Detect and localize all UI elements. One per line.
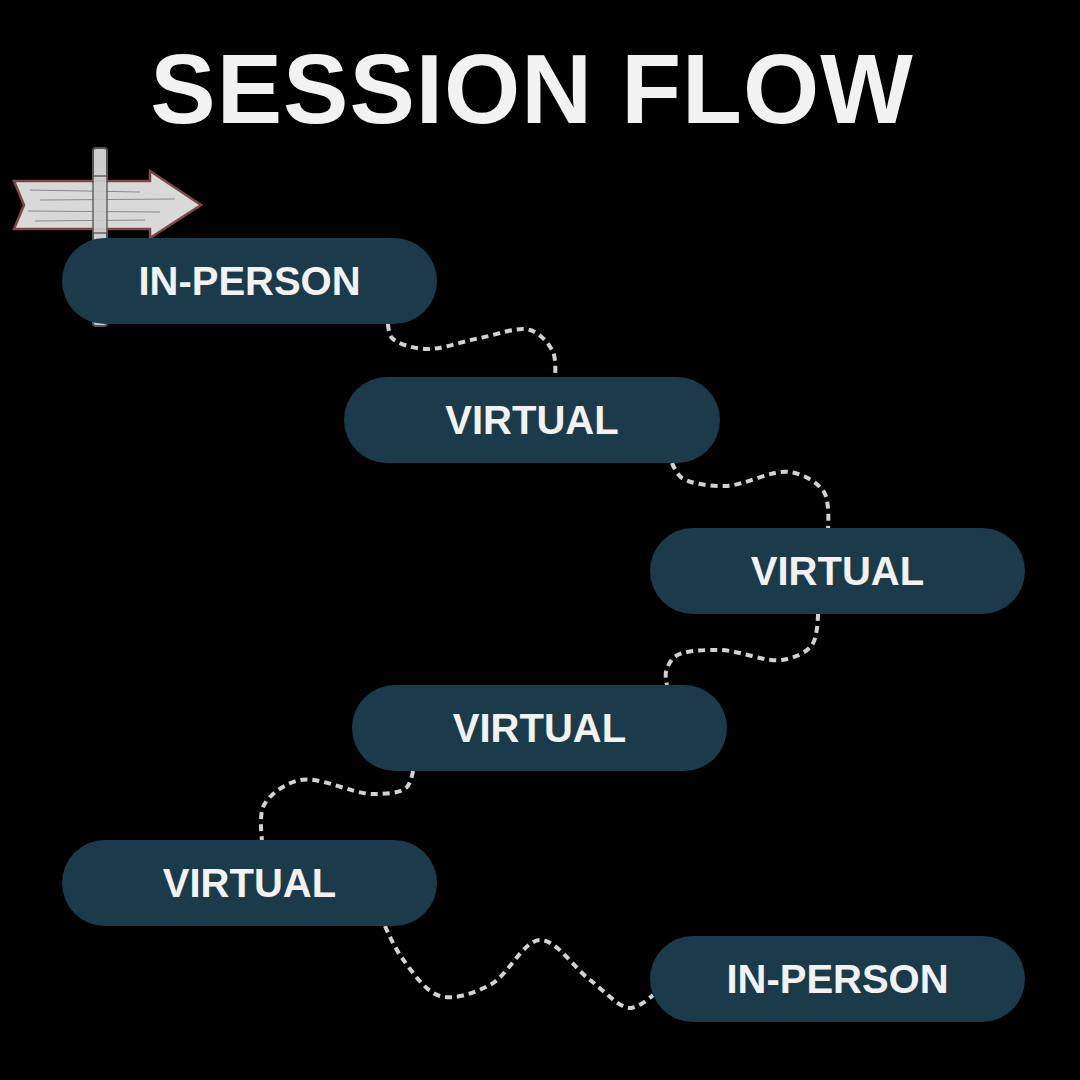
- dashed-connector: [261, 771, 413, 840]
- signpost-board: [14, 171, 201, 238]
- session-pill: IN-PERSON: [650, 936, 1025, 1022]
- dashed-connector: [385, 926, 653, 1008]
- session-pill: VIRTUAL: [344, 377, 720, 463]
- session-label: IN-PERSON: [138, 259, 360, 303]
- session-label: VIRTUAL: [163, 861, 336, 905]
- session-pill: IN-PERSON: [62, 238, 437, 324]
- dashed-connector: [666, 614, 818, 685]
- session-label: VIRTUAL: [445, 398, 618, 442]
- diagram-title: SESSION FLOW: [0, 36, 1064, 144]
- dashed-connector: [672, 463, 828, 528]
- session-label: VIRTUAL: [751, 549, 924, 593]
- session-pill: VIRTUAL: [650, 528, 1025, 614]
- session-label: IN-PERSON: [726, 957, 948, 1001]
- session-pill: VIRTUAL: [62, 840, 437, 926]
- session-pill: VIRTUAL: [352, 685, 727, 771]
- session-label: VIRTUAL: [453, 706, 626, 750]
- signpost-pole-front: [93, 176, 107, 233]
- dashed-connector: [388, 324, 555, 377]
